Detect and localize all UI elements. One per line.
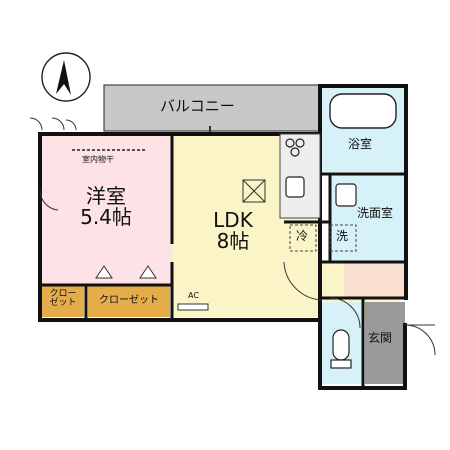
north-arrow-icon — [41, 52, 91, 102]
washer-space — [329, 224, 357, 252]
washer-label: 洗 — [336, 229, 349, 243]
ldk-label: LDK 8帖 — [213, 208, 253, 253]
closet-large — [88, 286, 170, 317]
bathtub — [329, 93, 397, 129]
closet-small — [42, 286, 84, 317]
hallway — [344, 262, 404, 298]
closet-large-label: クローゼット — [99, 295, 159, 306]
closet-small-label: クロー ゼット — [49, 289, 77, 309]
washroom-label: 洗面室 — [357, 206, 394, 220]
vent-icon — [242, 179, 266, 203]
western-room — [40, 135, 172, 285]
fridge-label: 冷 — [296, 229, 309, 243]
entrance-label: 玄関 — [368, 331, 393, 345]
fridge-space — [289, 224, 317, 252]
kitchen-counter — [279, 133, 321, 219]
bath-label: 浴室 — [348, 137, 373, 151]
balcony-label: バルコニー — [160, 97, 235, 115]
balcony-area — [103, 84, 321, 132]
entrance — [365, 302, 405, 384]
ac-unit — [177, 303, 209, 311]
drying-rack-label: 室内物干 — [82, 155, 114, 164]
ac-label: AC — [188, 291, 199, 300]
western-room-label: 洋室 5.4帖 — [80, 184, 132, 229]
